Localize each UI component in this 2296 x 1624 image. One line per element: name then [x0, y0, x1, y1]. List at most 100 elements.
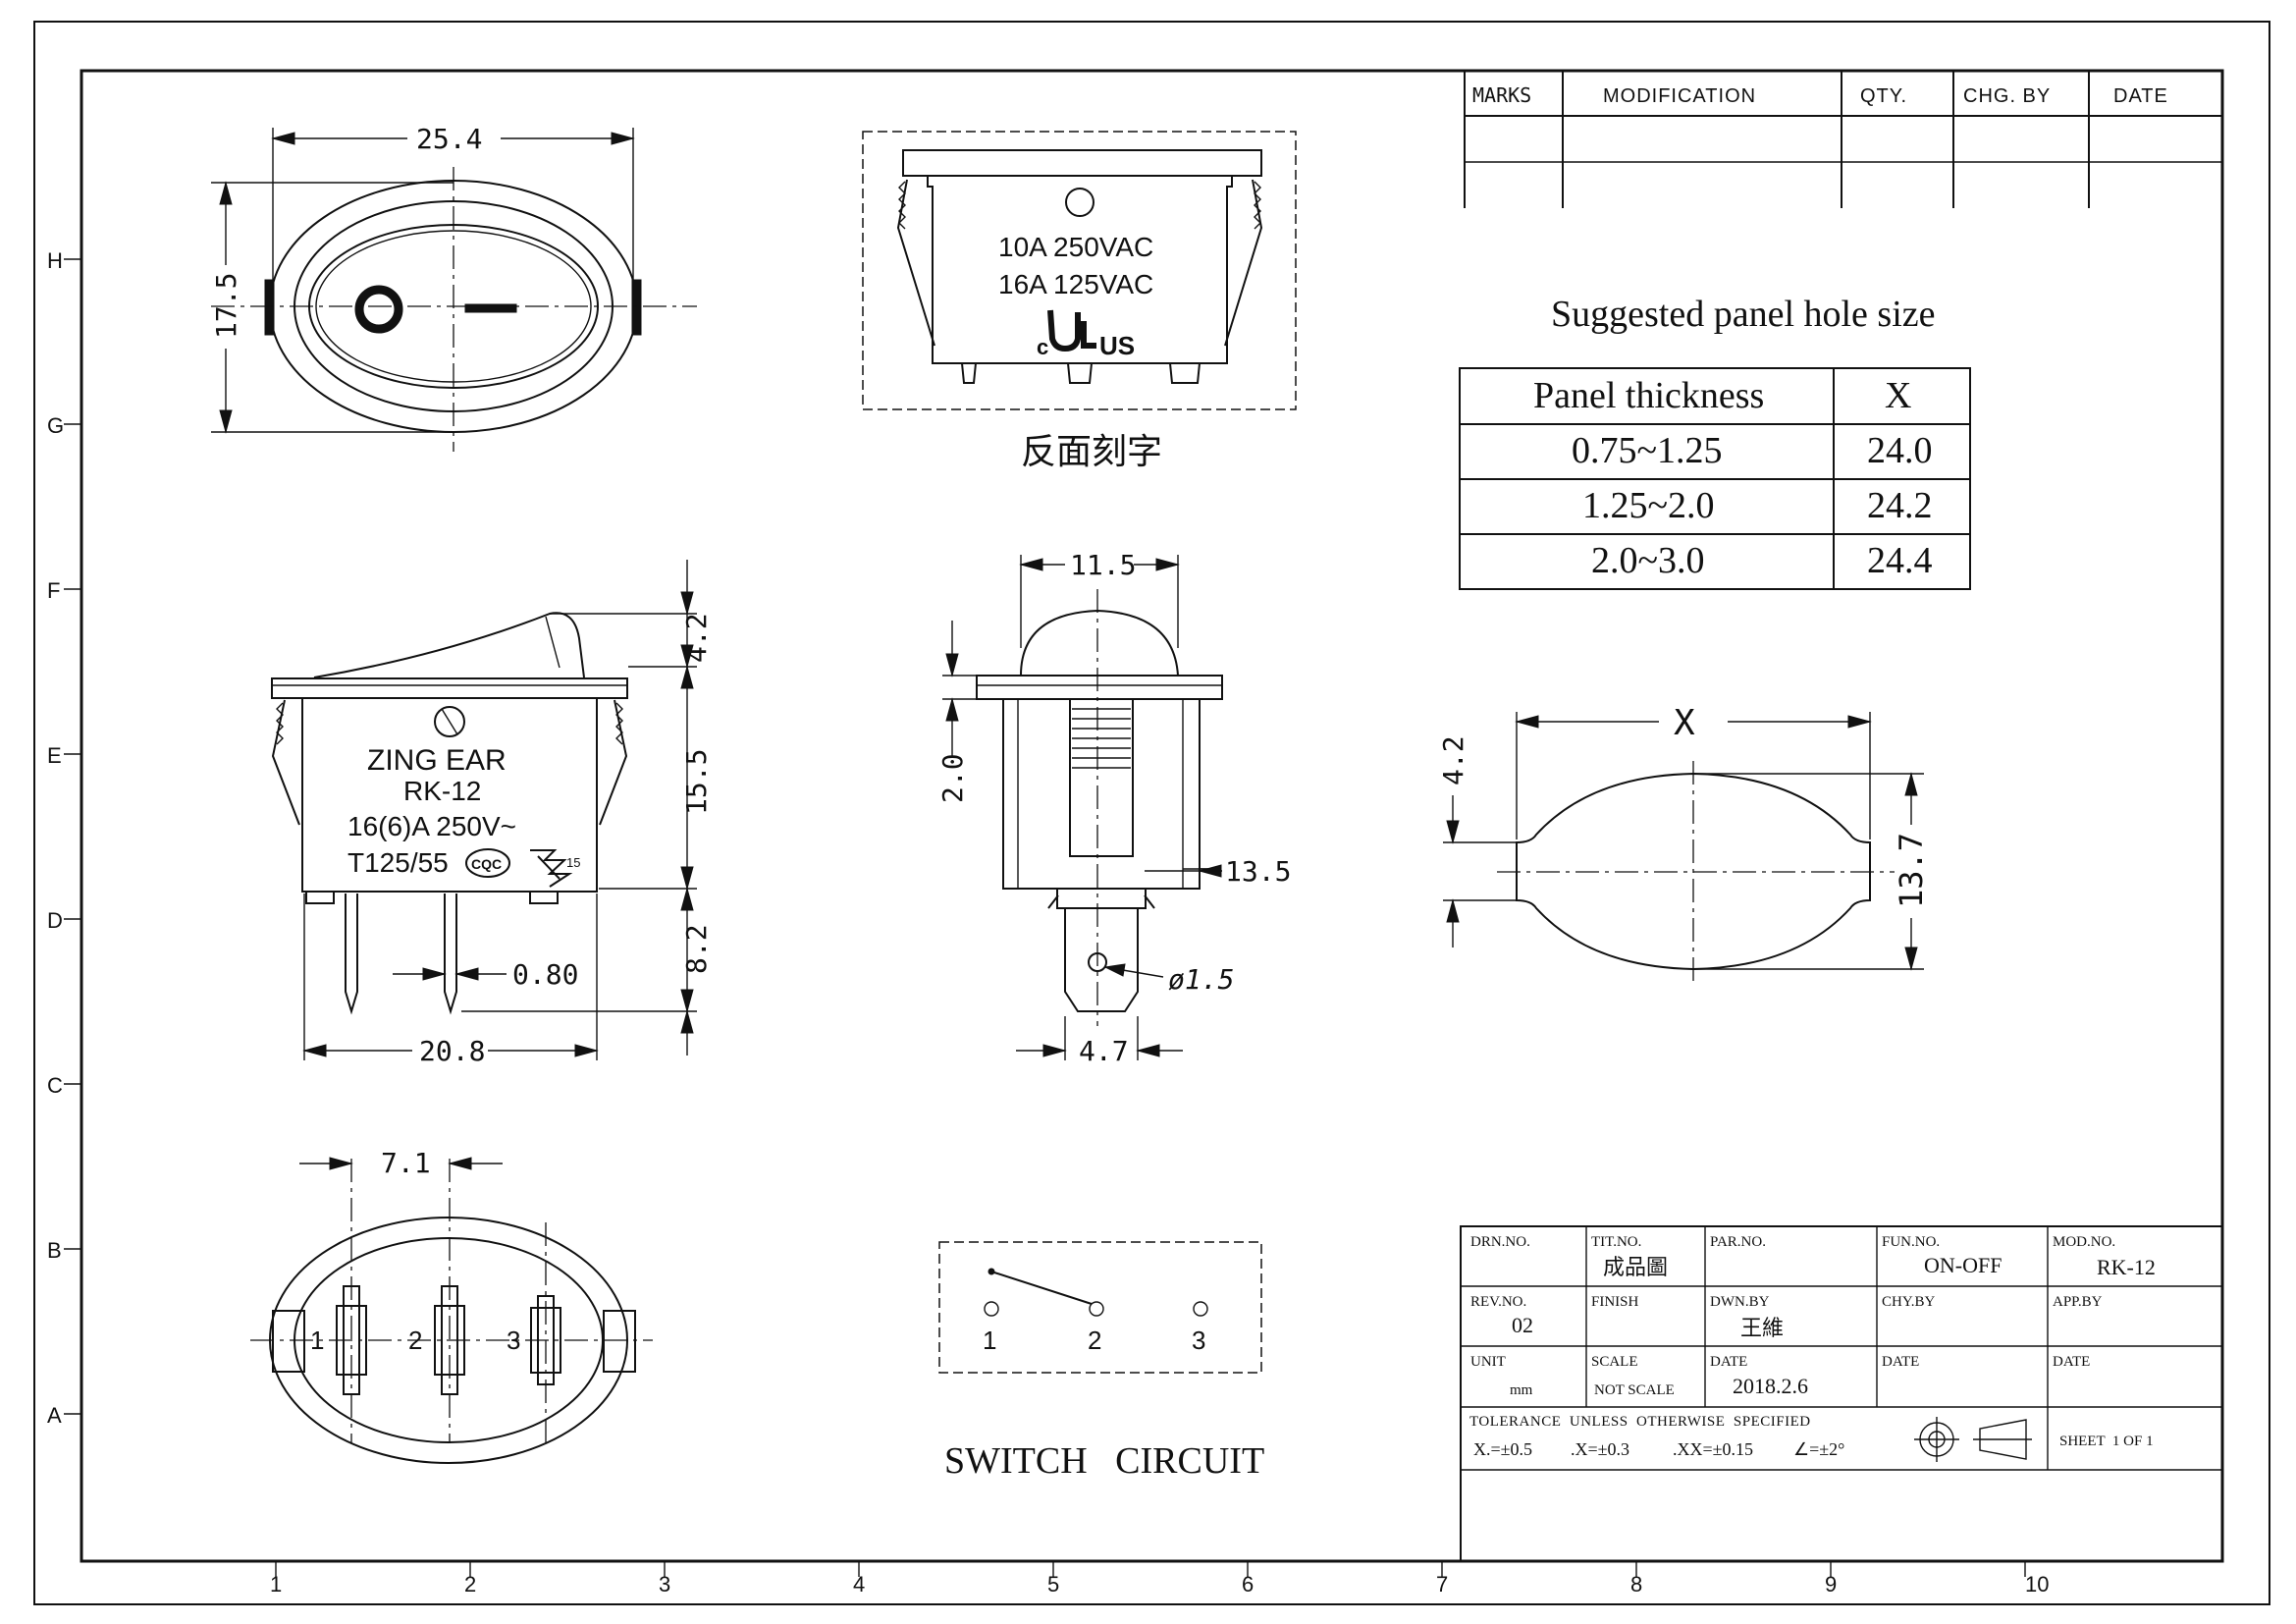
on-symbol-icon [464, 303, 517, 313]
cqc-mark-icon: CQC [465, 848, 510, 878]
col-number-9: 9 [1825, 1572, 1837, 1597]
front-model: RK-12 [403, 776, 481, 806]
panel-hole-table: Suggested panel hole size Panel thicknes… [1459, 294, 1971, 590]
front-dim-pin: 8.2 [680, 924, 713, 974]
col-number-4: 4 [853, 1572, 865, 1597]
tb-tit-label: TIT.NO. [1591, 1234, 1641, 1250]
ul-c-text: c [1037, 335, 1048, 359]
bottom-pin-2 [434, 1285, 465, 1395]
front-dim-body: 15.5 [680, 749, 713, 815]
front-dim-top: 4.2 [680, 613, 713, 663]
tb-scale-label: SCALE [1591, 1354, 1638, 1370]
circuit-title: SWITCH CIRCUIT [944, 1440, 1264, 1482]
front-temp: T125/55 [347, 847, 449, 878]
back-view: 10A 250VAC 16A 125VAC c US 反面刻字 [862, 131, 1297, 471]
row-letter-e: E [47, 743, 62, 768]
tb-scale-value: NOT SCALE [1594, 1382, 1675, 1398]
bottom-pin-label-2: 2 [408, 1326, 422, 1355]
rev-header-chg-by: CHG. BY [1963, 85, 2051, 107]
revision-table: MARKS MODIFICATION QTY. CHG. BY DATE [1464, 71, 2222, 208]
cqc-text: CQC [471, 856, 502, 872]
tb-mod-value: RK-12 [2097, 1255, 2156, 1279]
col-number-10: 10 [2025, 1572, 2049, 1597]
front-brand: ZING EAR [367, 744, 507, 777]
side-dim-pin: 4.7 [1079, 1035, 1129, 1067]
column-markers: 1 2 3 4 5 6 7 8 9 10 [270, 1561, 2049, 1597]
col-number-7: 7 [1436, 1572, 1448, 1597]
row-letter-b: B [47, 1238, 62, 1263]
rev-header-qty: QTY. [1860, 85, 1907, 107]
tb-dwn-value: 王維 [1740, 1316, 1784, 1340]
tb-rev-label: REV.NO. [1470, 1294, 1526, 1310]
front-rating: 16(6)A 250V~ [347, 811, 516, 841]
back-view-caption: 反面刻字 [1021, 431, 1162, 471]
row-markers: H G F E D C B A [47, 248, 81, 1428]
circuit-pin-1: 1 [983, 1326, 996, 1355]
bottom-pin-3 [530, 1295, 561, 1385]
panel-table-title: Suggested panel hole size [1551, 294, 1936, 335]
title-block: DRN.NO. TIT.NO. 成品圖 PAR.NO. FUN.NO. ON-O… [1460, 1225, 2223, 1562]
tb-chy-label: CHY.BY [1882, 1294, 1935, 1310]
tb-sheet: SHEET 1 OF 1 [2059, 1434, 2154, 1449]
tb-drn-label: DRN.NO. [1470, 1234, 1530, 1250]
first-angle-projection-icon [1914, 1417, 2032, 1462]
off-symbol-icon [354, 285, 403, 334]
panel-header-x: X [1885, 375, 1911, 416]
bottom-dim-pitch: 7.1 [381, 1147, 431, 1179]
panel-row2-x: 24.2 [1867, 485, 1933, 526]
tb-mod-label: MOD.NO. [2053, 1234, 2115, 1250]
col-number-1: 1 [270, 1572, 282, 1597]
panel-header-thickness: Panel thickness [1533, 375, 1764, 416]
col-number-6: 6 [1242, 1572, 1254, 1597]
row-letter-g: G [47, 413, 64, 438]
top-height-dim: 17.5 [210, 273, 242, 339]
tb-par-label: PAR.NO. [1710, 1234, 1766, 1250]
rev-header-date: DATE [2113, 85, 2168, 107]
bottom-pin-1 [336, 1285, 367, 1395]
tb-date2-label: DATE [1882, 1354, 1919, 1370]
outer-frame [33, 21, 2270, 1605]
hole-dim-height: 13.7 [1893, 833, 1930, 908]
tb-app-label: APP.BY [2053, 1294, 2103, 1310]
tb-unit-label: UNIT [1470, 1354, 1506, 1370]
tb-tol-1: X.=±0.5 [1473, 1439, 1532, 1459]
tb-fun-label: FUN.NO. [1882, 1234, 1940, 1250]
tb-date1-label: DATE [1710, 1354, 1747, 1370]
tb-unit-value: mm [1510, 1382, 1533, 1398]
panel-row2-thickness: 1.25~2.0 [1582, 485, 1715, 526]
tb-tol-4: ∠=±2° [1793, 1439, 1844, 1459]
top-view: 25.4 17.5 [210, 123, 697, 452]
col-number-5: 5 [1047, 1572, 1059, 1597]
circuit-pin-2: 2 [1088, 1326, 1101, 1355]
back-rating-line2: 16A 125VAC [998, 269, 1153, 299]
side-dim-depth: 13.5 [1225, 855, 1291, 888]
col-number-3: 3 [659, 1572, 670, 1597]
tb-date1-value: 2018.2.6 [1733, 1374, 1808, 1398]
row-letter-f: F [47, 578, 60, 603]
panel-row1-x: 24.0 [1867, 430, 1933, 471]
inner-frame [80, 69, 2224, 1563]
rev-header-modification: MODIFICATION [1603, 85, 1756, 107]
hole-dim-x: X [1674, 703, 1695, 743]
circuit-pin-3: 3 [1192, 1326, 1205, 1355]
cert-15-text: 15 [566, 855, 580, 870]
row-letter-h: H [47, 248, 63, 273]
row-letter-c: C [47, 1073, 63, 1098]
cert-mark-icon: 15 [530, 849, 580, 888]
panel-row1-thickness: 0.75~1.25 [1572, 430, 1723, 471]
ul-us-text: US [1099, 331, 1135, 360]
col-number-2: 2 [464, 1572, 476, 1597]
rev-header-marks: MARKS [1472, 83, 1531, 107]
panel-row3-thickness: 2.0~3.0 [1591, 540, 1705, 581]
side-dim-top: 11.5 [1070, 549, 1136, 581]
col-number-8: 8 [1630, 1572, 1642, 1597]
tb-tol-2: .X=±0.3 [1571, 1439, 1629, 1459]
front-dim-width: 20.8 [419, 1035, 485, 1067]
back-rating-line1: 10A 250VAC [998, 232, 1153, 262]
ul-mark-icon: c US [1037, 309, 1135, 360]
tb-date3-label: DATE [2053, 1354, 2090, 1370]
panel-hole-view: X 13.7 4.2 [1437, 703, 1930, 982]
tb-rev-value: 02 [1512, 1313, 1533, 1337]
side-view: 11.5 2.0 13.5 ø1.5 4.7 [936, 549, 1291, 1067]
